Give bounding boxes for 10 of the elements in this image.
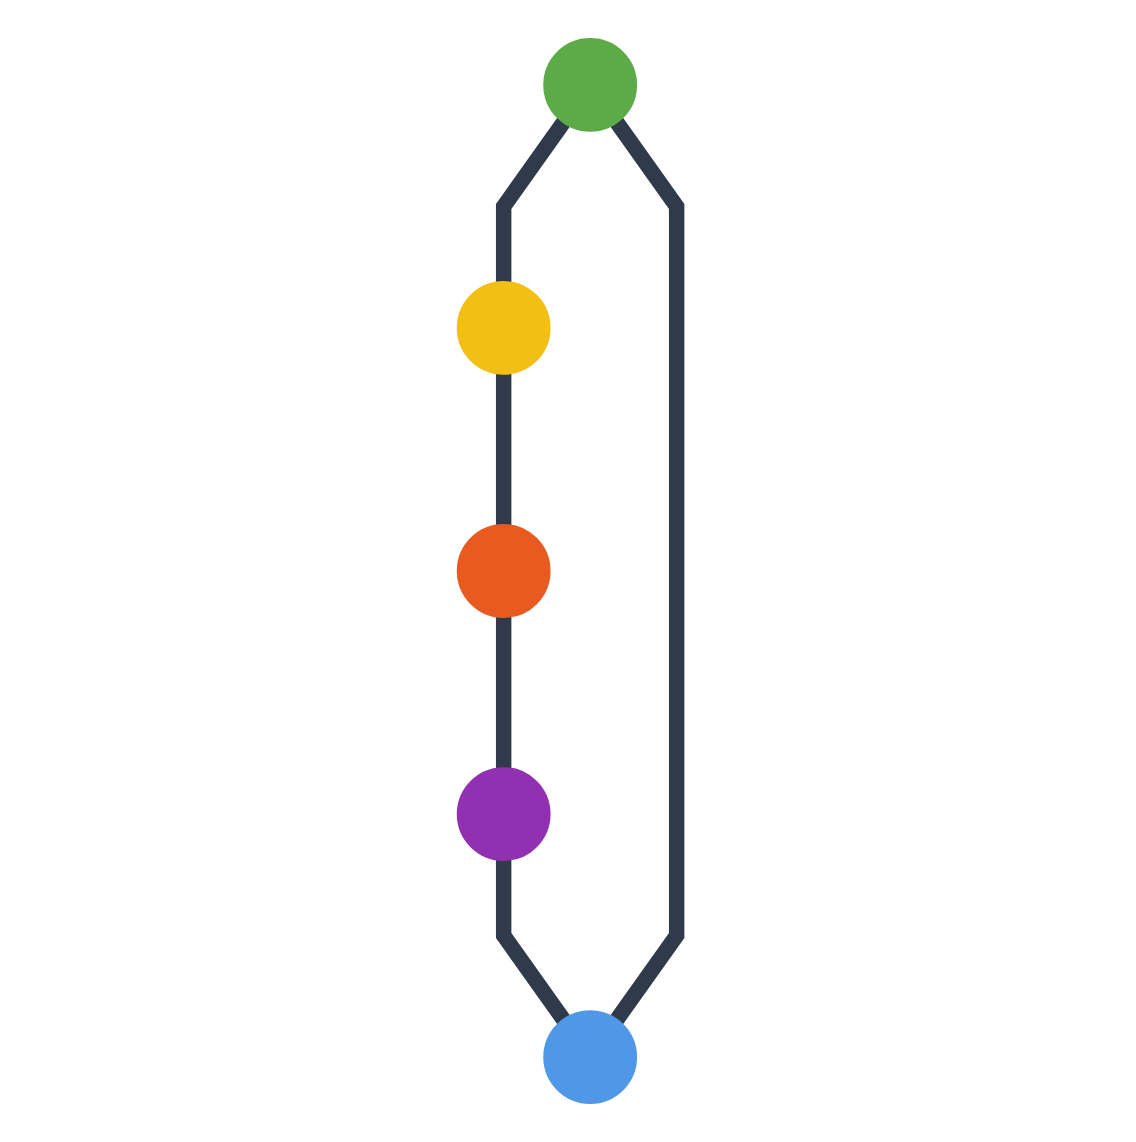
connector <box>609 116 685 1026</box>
connector <box>495 372 512 527</box>
node-circle <box>543 1010 638 1104</box>
connector <box>495 858 571 1026</box>
connector <box>495 116 571 284</box>
node-circle <box>456 524 551 618</box>
connector <box>495 615 512 770</box>
node-circle <box>456 281 551 375</box>
node-circle <box>456 767 551 861</box>
node-circle <box>543 38 638 132</box>
